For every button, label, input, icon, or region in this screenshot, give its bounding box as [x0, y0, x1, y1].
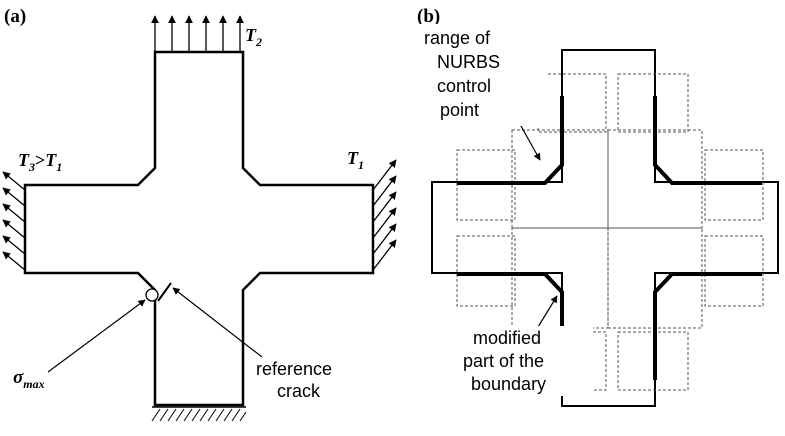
reference-crack-label-line2: crack — [277, 381, 321, 401]
boundary-label-line3: boundary — [471, 374, 546, 394]
specimen-outline — [23, 50, 375, 407]
sigma-leader-arrow — [47, 299, 146, 373]
fixed-support — [151, 406, 247, 422]
crack-leader-arrow — [172, 287, 263, 358]
control-point-label-backing — [420, 24, 548, 126]
control-point-label-line4: point — [440, 100, 479, 120]
panel-b: (b) range of — [417, 6, 779, 407]
panel-b-label: (b) — [417, 6, 440, 27]
panel-a: (a) — [2, 6, 397, 422]
top-traction-arrows — [151, 15, 244, 52]
boundary-label-backing — [455, 326, 593, 396]
reference-crack-label-line1: reference — [256, 359, 332, 379]
control-point-label-line2: NURBS — [437, 52, 500, 72]
t2-label: T2 — [245, 25, 262, 49]
control-point-label-line1: range of — [424, 28, 491, 48]
design-domain-outline — [431, 49, 779, 407]
boundary-label-line1: modified — [473, 328, 541, 348]
control-point-label-line3: control — [437, 76, 491, 96]
t1-label: T1 — [347, 148, 364, 172]
sigma-max-label: σmax — [13, 367, 45, 391]
reference-crack — [157, 282, 172, 302]
right-traction-arrows — [372, 159, 397, 271]
t3-t1-label: T3>T1 — [18, 150, 62, 174]
stress-point-marker — [145, 288, 159, 302]
boundary-label-line2: part of the — [463, 351, 544, 371]
panel-a-label: (a) — [4, 6, 26, 27]
left-traction-arrows — [2, 171, 26, 271]
